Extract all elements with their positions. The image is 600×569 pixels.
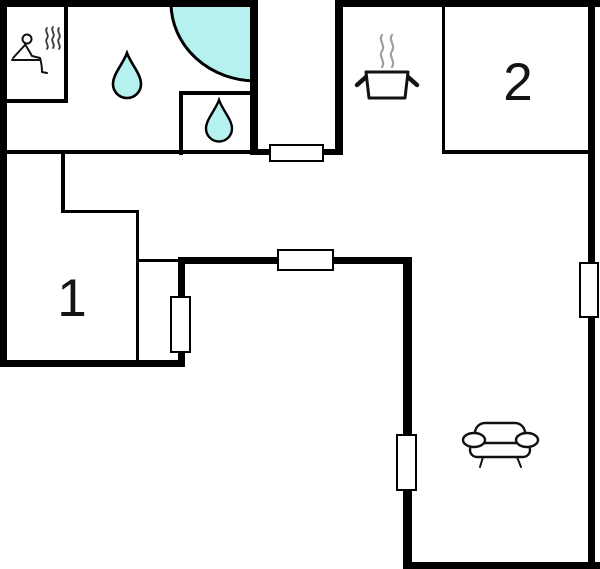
pot-left-handle (354, 74, 369, 88)
kitchen-west-wall (335, 0, 343, 155)
sauna-person-head (21, 33, 33, 45)
sauna-icon (11, 26, 61, 74)
sofa-leg-right (516, 456, 522, 468)
sofa-armrest-right (514, 431, 540, 449)
bathroom-south-wall (0, 150, 252, 154)
door-symbol-living (396, 434, 417, 491)
window-symbol-hall (277, 249, 334, 271)
room-1-connector-wall (136, 259, 181, 262)
sofa-armrest-left (461, 431, 487, 449)
exterior-wall-top-west (0, 0, 258, 7)
water-drop-shape (204, 97, 234, 143)
room-1-north-wall (61, 210, 139, 213)
sofa-leg-left (479, 456, 484, 468)
window-symbol-north (269, 144, 324, 162)
corner-shower-shape (169, 1, 258, 83)
room-2-label: 2 (503, 53, 533, 112)
pot-steam-lines (379, 33, 395, 69)
sofa-icon (461, 421, 540, 468)
room-1-label: 1 (57, 269, 87, 328)
room-2-south-wall (442, 150, 593, 154)
water-drop-icon-small (204, 97, 234, 143)
living-west-wall (403, 257, 412, 569)
sauna-south-wall (0, 99, 68, 103)
shower-box-north-wall (179, 91, 258, 95)
room-1-east-wall (136, 210, 139, 362)
sauna-east-wall (64, 0, 68, 103)
room-1-step-wall (61, 152, 65, 213)
exterior-wall-south-west (0, 360, 185, 367)
cooking-pot-icon (354, 33, 420, 100)
shower-box-west-wall (179, 91, 183, 155)
door-symbol-hall (170, 296, 191, 353)
room-2-west-wall (442, 7, 445, 153)
bathroom-east-wall (250, 0, 258, 155)
sauna-steam-lines (45, 26, 61, 50)
exterior-wall-south-east (403, 562, 600, 569)
exterior-wall-west (0, 0, 7, 367)
pot-right-handle (405, 74, 420, 88)
window-symbol-east (579, 262, 599, 318)
exterior-wall-top-east (335, 0, 600, 7)
water-drop-icon-large (111, 50, 143, 100)
sauna-person-body (11, 43, 48, 74)
pot-body (364, 70, 410, 100)
sofa-seat (468, 441, 532, 459)
water-drop-shape (111, 50, 143, 100)
